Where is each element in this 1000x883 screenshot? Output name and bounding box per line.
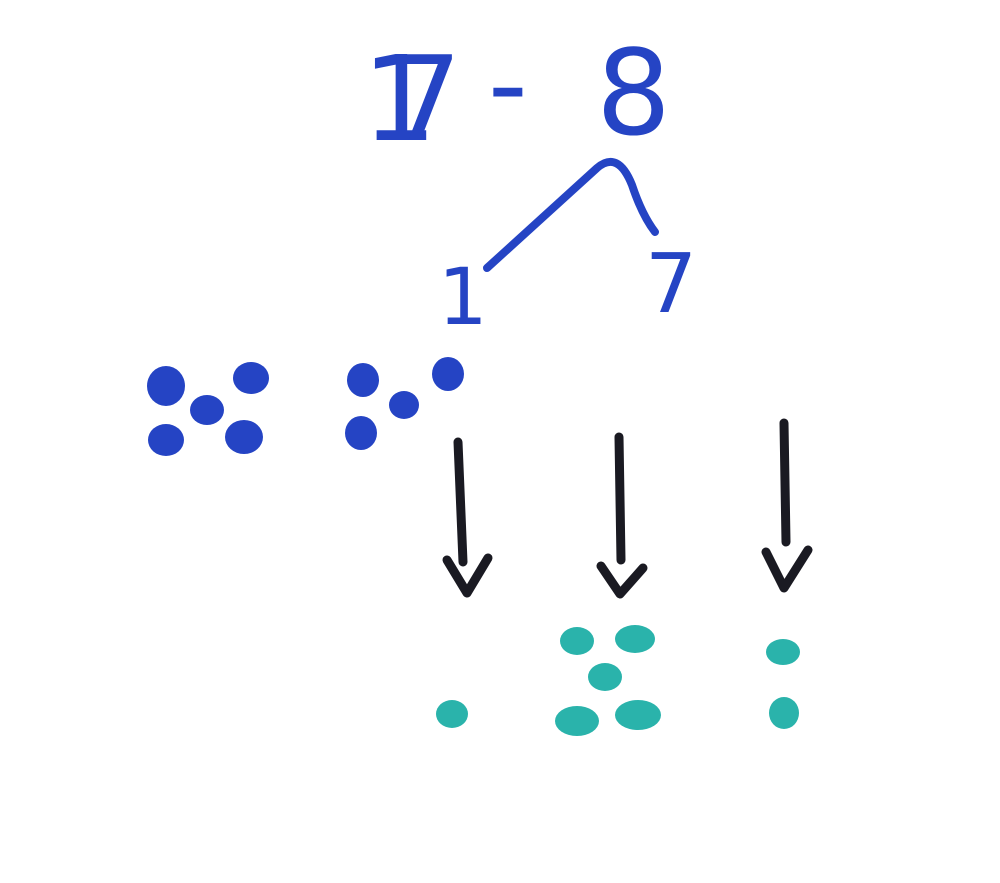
- equation-left-number: 17: [362, 30, 462, 168]
- number-bond-branch: [483, 157, 659, 272]
- blue-dot: [190, 395, 224, 425]
- blue-dot: [347, 363, 379, 397]
- teal-dot: [560, 627, 594, 655]
- equation-right-number: 8: [596, 24, 671, 162]
- equation-operator: -: [488, 20, 528, 148]
- arrow-down-icon: [596, 432, 648, 599]
- teal-dot: [615, 700, 661, 730]
- teal-dot: [555, 706, 599, 736]
- teal-dot: [615, 625, 655, 653]
- bond-right-part: 7: [645, 237, 697, 332]
- equation: 17 - 8: [362, 20, 671, 168]
- bond-left-part: 1: [438, 253, 488, 343]
- teal-dot: [769, 697, 799, 729]
- teal-dot: [766, 639, 800, 665]
- teal-dot: [588, 663, 622, 691]
- blue-dot: [233, 362, 269, 394]
- blue-dots-group-1: [147, 362, 269, 456]
- blue-dot: [345, 416, 377, 450]
- blue-dot: [147, 366, 185, 406]
- blue-dot: [148, 424, 184, 456]
- blue-dot: [225, 420, 263, 454]
- arrow-down-icon: [761, 418, 813, 593]
- blue-dot: [389, 391, 419, 419]
- teal-dots-group-3: [766, 639, 800, 729]
- arrow-down-icon: [442, 437, 493, 598]
- arrows: [442, 418, 813, 599]
- teal-dot: [436, 700, 468, 728]
- blue-dots-group-2: [345, 357, 464, 450]
- teal-dots-group-2: [555, 625, 661, 736]
- teal-dots-group-1: [436, 700, 468, 728]
- blue-dot: [432, 357, 464, 391]
